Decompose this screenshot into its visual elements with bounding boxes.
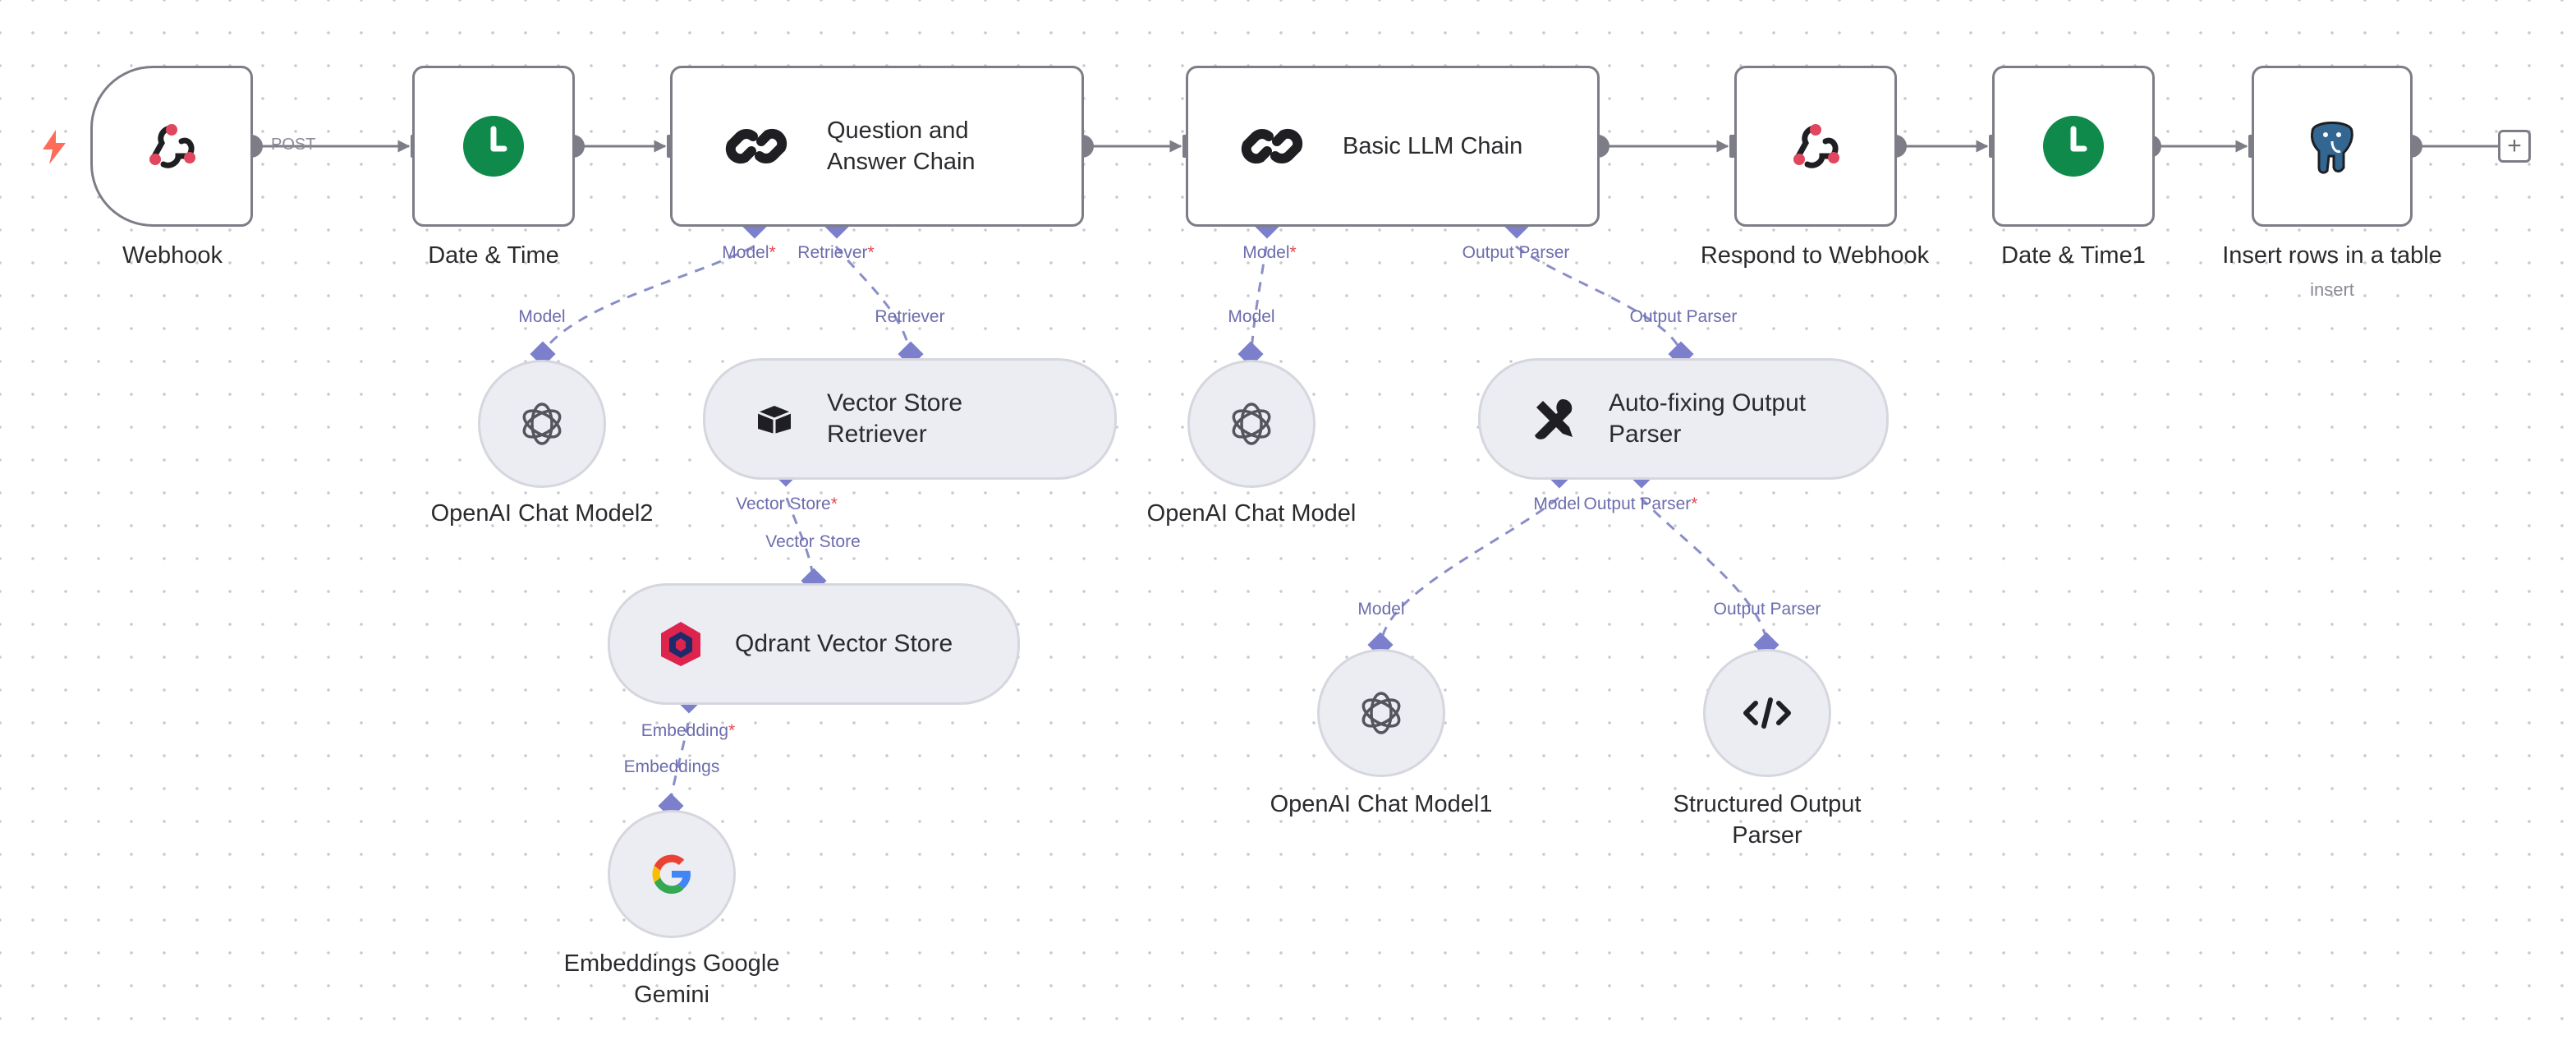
lightning-bolt-icon (43, 130, 66, 164)
port-label-vector-store-out: Vector Store* (736, 495, 838, 513)
webhook-icon (142, 117, 201, 176)
embeddings-google-gemini-label: Embeddings Google Gemini (564, 948, 780, 1010)
structured-output-line1: Structured Output (1673, 791, 1862, 817)
openai-chat-model2-label: OpenAI Chat Model2 (430, 500, 654, 527)
respond-webhook-node[interactable] (1734, 66, 1897, 227)
port-label-vector-store-in: Vector Store (765, 532, 861, 551)
embeddings-google-gemini-node[interactable] (608, 810, 736, 938)
port-label-llm-model: Model* (1242, 243, 1297, 262)
openai-chat-model1-node[interactable] (1317, 649, 1445, 777)
link-autofix-model (1380, 496, 1559, 643)
tools-icon (1530, 396, 1576, 442)
openai-icon (517, 398, 567, 449)
openai-icon (1356, 688, 1407, 738)
date-time-node[interactable] (412, 66, 575, 227)
insert-rows-node[interactable] (2252, 66, 2413, 227)
insert-rows-sublabel: insert (2310, 279, 2354, 300)
llm-chain-node[interactable]: Basic LLM Chain (1186, 66, 1600, 227)
link-autofix-parser (1639, 496, 1769, 643)
port-label-openai1-model: Model (1357, 600, 1405, 619)
qdrant-vector-store-title: Qdrant Vector Store (735, 630, 953, 657)
port-label-qa-model: Model* (722, 243, 776, 262)
chain-link-icon (722, 112, 791, 181)
link-llm-model (1250, 246, 1268, 354)
openai-chat-model-label: OpenAI Chat Model (1146, 500, 1357, 527)
port-label-embeddings-in: Embeddings (623, 757, 720, 776)
vector-store-retriever-node[interactable]: Vector Store Retriever (703, 358, 1117, 480)
respond-webhook-label: Respond to Webhook (1700, 242, 1930, 269)
auto-fixing-output-parser-node[interactable]: Auto-fixing Output Parser (1478, 358, 1889, 480)
auto-fixing-line2: Parser (1609, 421, 1682, 448)
qdrant-vector-store-node[interactable]: Qdrant Vector Store (608, 583, 1020, 705)
qa-chain-title-line1: Question and (827, 117, 969, 144)
port-label-openai-model: Model (1228, 307, 1275, 326)
qa-chain-title-line2: Answer Chain (827, 149, 976, 175)
clock-icon (2041, 114, 2105, 178)
google-g-icon (648, 850, 696, 898)
link-llm-parser (1515, 245, 1683, 354)
webhook-icon (1786, 117, 1845, 176)
openai-chat-model1-label: OpenAI Chat Model1 (1270, 791, 1493, 817)
qdrant-icon (659, 620, 702, 668)
add-node-button[interactable]: + (2498, 130, 2531, 163)
date-time1-node[interactable] (1992, 66, 2155, 227)
plus-icon: + (2507, 132, 2522, 159)
vector-store-retriever-line2: Retriever (827, 421, 927, 448)
openai-chat-model2-node[interactable] (478, 360, 606, 488)
port-label-embedding-out: Embedding* (641, 721, 736, 740)
auto-fixing-line1: Auto-fixing Output (1609, 389, 1807, 416)
webhook-label: Webhook (122, 242, 223, 269)
port-label-retriever-in: Retriever (875, 307, 945, 326)
structured-output-parser-label: Structured Output Parser (1674, 789, 1862, 851)
vector-store-retriever-line1: Vector Store (827, 389, 963, 416)
link-qa-model (540, 245, 755, 354)
structured-output-parser-node[interactable] (1703, 649, 1831, 777)
link-qa-retriever (834, 246, 911, 354)
webhook-node[interactable] (90, 66, 253, 227)
port-label-autofix-in: Output Parser (1629, 307, 1738, 326)
openai-icon (1226, 398, 1277, 449)
port-label-structured-in: Output Parser (1713, 600, 1821, 619)
structured-output-line2: Parser (1732, 822, 1802, 849)
openai-chat-model-node[interactable] (1187, 360, 1316, 488)
date-time1-label: Date & Time1 (2001, 242, 2146, 269)
clock-icon (461, 114, 526, 178)
box-icon (755, 403, 794, 435)
embeddings-google-gemini-line2: Gemini (634, 982, 709, 1008)
port-label-autofix-model: Model (1533, 495, 1581, 513)
llm-chain-title: Basic LLM Chain (1343, 133, 1523, 159)
chain-link-icon (1237, 112, 1306, 181)
port-label-autofix-parser: Output Parser* (1583, 495, 1698, 513)
elephant-icon (2299, 113, 2365, 179)
qa-chain-node[interactable]: Question and Answer Chain (670, 66, 1084, 227)
insert-rows-label: Insert rows in a table (2222, 242, 2442, 269)
port-label-openai2-model: Model (518, 307, 566, 326)
port-label-llm-parser: Output Parser (1462, 243, 1570, 262)
embeddings-google-gemini-line1: Embeddings Google (563, 950, 780, 977)
code-brackets-icon (1743, 697, 1792, 729)
port-label-qa-retriever: Retriever* (797, 243, 875, 262)
date-time-label: Date & Time (428, 242, 559, 269)
edge-label-post: POST (271, 136, 316, 154)
